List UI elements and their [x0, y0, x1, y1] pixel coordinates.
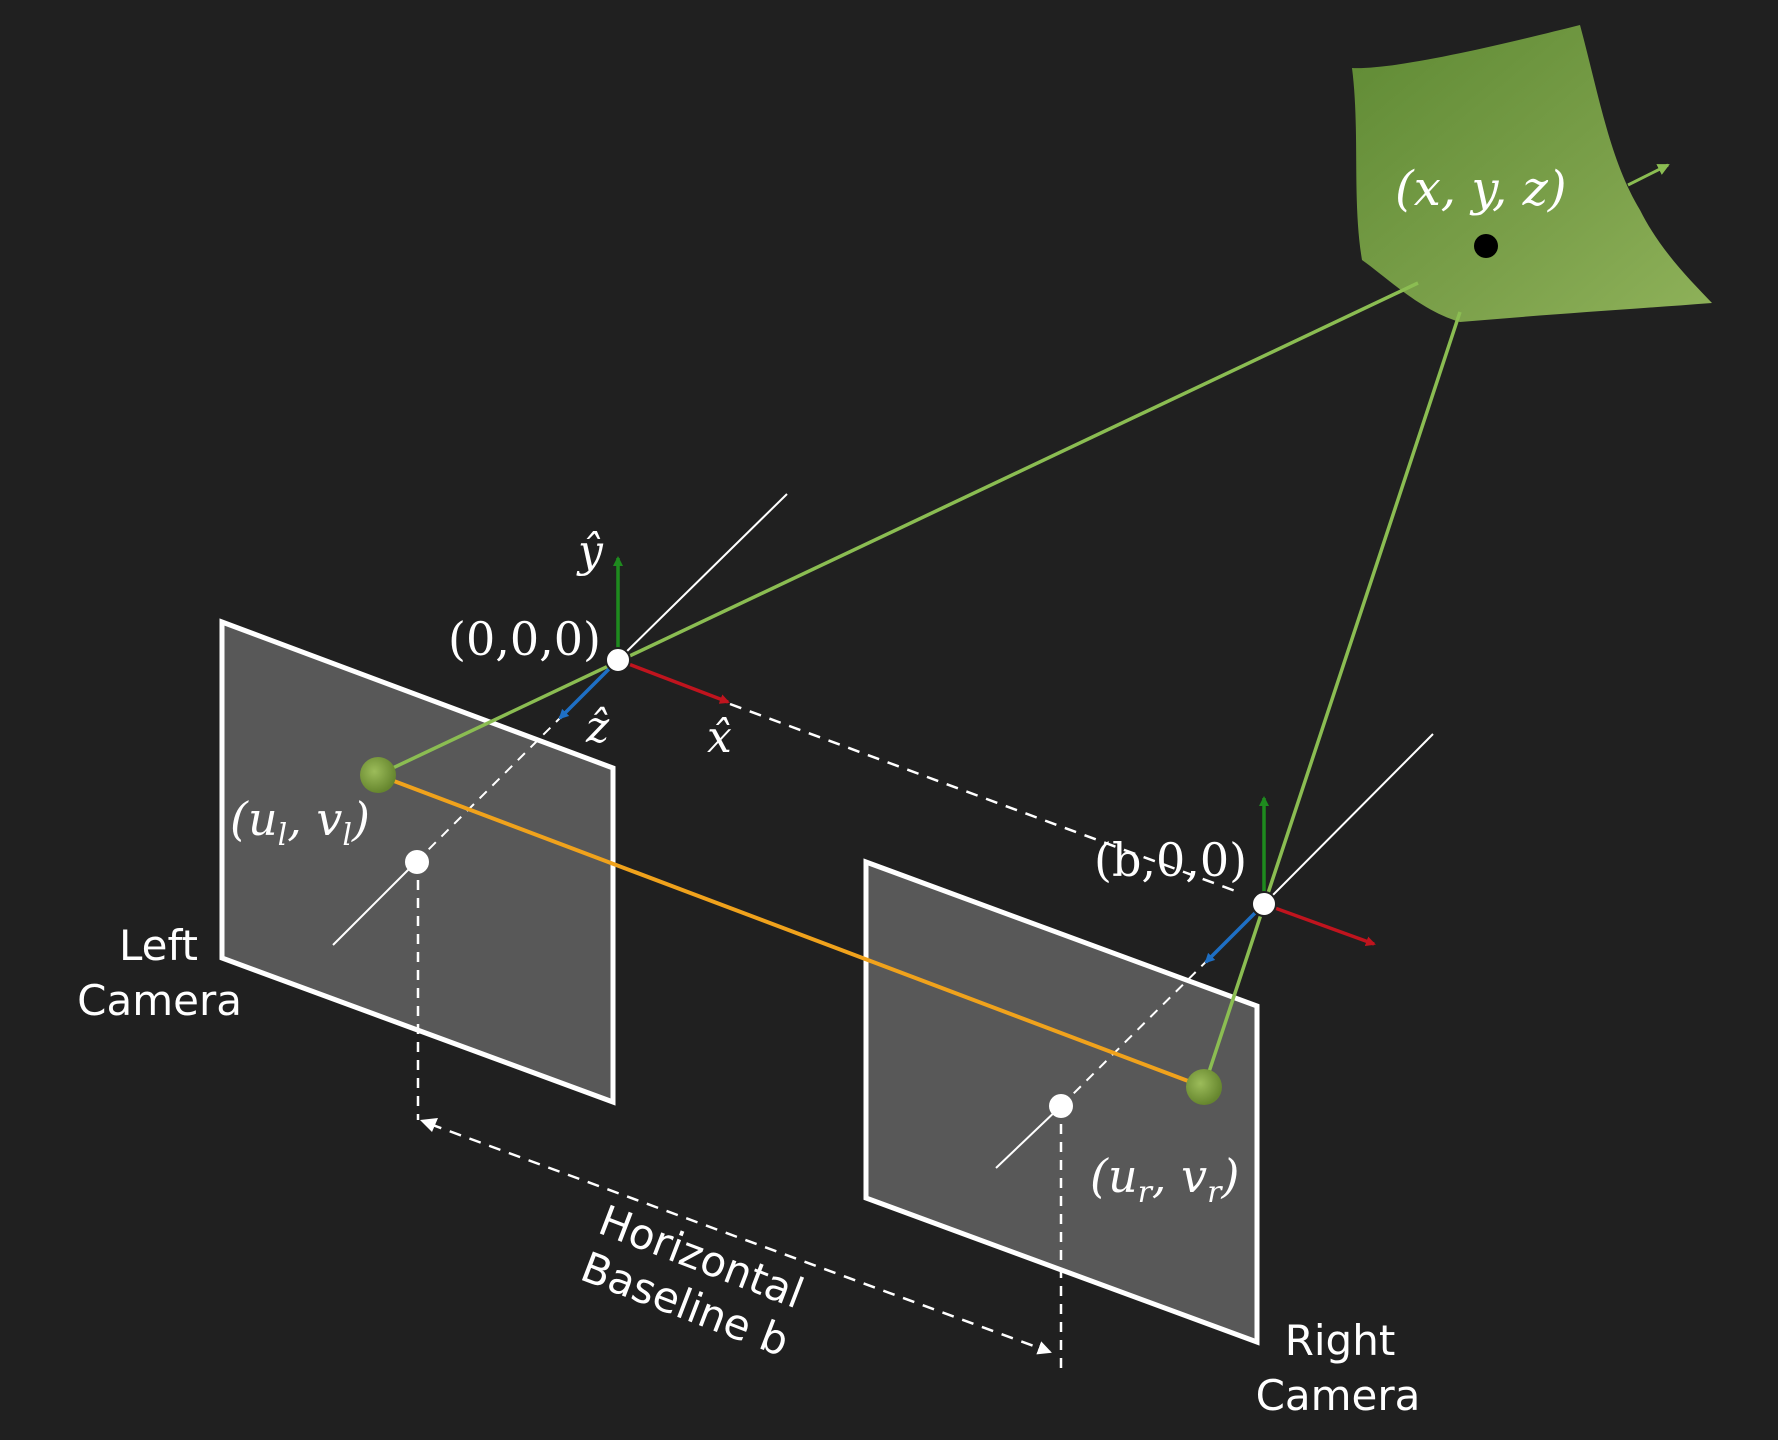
baseline-arrowhead-left: [420, 1118, 438, 1132]
world-point: [1474, 234, 1498, 258]
left-principal-point: [405, 850, 429, 874]
right-axis-z: [1204, 902, 1266, 964]
surface-patch: [1352, 25, 1712, 322]
surface-normal-arrow: [1627, 163, 1670, 187]
axis-y-label: ŷ: [576, 526, 604, 577]
right-principal-point: [1049, 1094, 1073, 1118]
left-axis-x: [617, 658, 730, 704]
left-optical-axis: [332, 861, 417, 946]
left-camera-center: [605, 647, 631, 673]
right-axis-x: [1263, 902, 1376, 946]
left-camera-label-line1: Left: [119, 921, 198, 970]
right-camera-label-line1: Right: [1285, 1316, 1396, 1365]
right-ray: [1202, 311, 1462, 1088]
right-optical-axis: [995, 1105, 1062, 1169]
right-pixel-label: (ur, vr): [1090, 1149, 1239, 1210]
left-pixel-label: (ul, vl): [230, 792, 370, 853]
axis-x-label: x̂: [707, 712, 732, 763]
baseline-arrow: [429, 1122, 1052, 1355]
right-camera-center: [1251, 891, 1277, 917]
left-ray: [377, 281, 1419, 777]
right-pixel-point: [1186, 1069, 1222, 1105]
right-optical-axis-back: [1263, 733, 1434, 905]
left-origin-label: (0,0,0): [448, 612, 601, 666]
epipolar-line: [377, 773, 1205, 1089]
left-camera-label-line2: Camera: [77, 976, 242, 1025]
left-axis-z: [558, 658, 620, 720]
world-point-label: (x, y, z): [1395, 161, 1567, 217]
left-pixel-point: [360, 757, 396, 793]
axis-z-label: ẑ: [585, 702, 610, 753]
right-origin-label: (b,0,0): [1094, 833, 1247, 887]
left-optical-axis-back: [617, 493, 788, 661]
baseline-dashed-top: [729, 702, 1239, 894]
right-camera-label-line2: Camera: [1256, 1371, 1421, 1420]
